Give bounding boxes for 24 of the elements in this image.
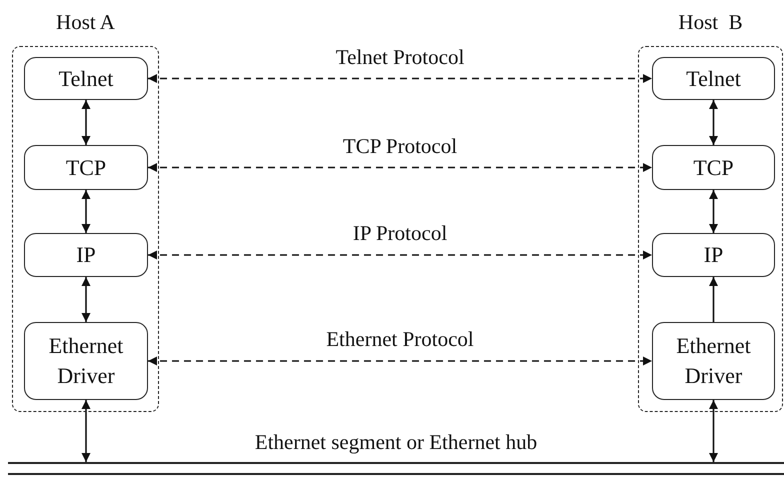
layer-box: Ethernet Driver bbox=[24, 322, 148, 400]
network-cable bbox=[8, 462, 784, 475]
arrow bbox=[709, 100, 718, 145]
arrow bbox=[148, 356, 652, 366]
arrow bbox=[148, 74, 652, 83]
arrow bbox=[709, 277, 718, 322]
layer-box: Telnet bbox=[652, 57, 775, 100]
layer-box: Ethernet Driver bbox=[652, 322, 775, 400]
layer-box: IP bbox=[652, 233, 775, 277]
layer-box: TCP bbox=[652, 145, 775, 190]
network-label: Ethernet segment or Ethernet hub bbox=[254, 430, 538, 455]
arrow bbox=[82, 277, 90, 322]
arrow bbox=[709, 400, 718, 462]
arrow bbox=[82, 100, 90, 145]
arrow bbox=[709, 190, 718, 233]
layer-box: Telnet bbox=[24, 57, 148, 100]
host-heading: Host B bbox=[677, 9, 744, 36]
arrow bbox=[148, 163, 652, 172]
arrow bbox=[82, 190, 90, 233]
arrow bbox=[148, 250, 652, 260]
layer-box: TCP bbox=[24, 145, 148, 190]
arrow bbox=[82, 400, 90, 462]
layer-box: IP bbox=[24, 233, 148, 277]
host-heading: Host A bbox=[55, 9, 116, 36]
